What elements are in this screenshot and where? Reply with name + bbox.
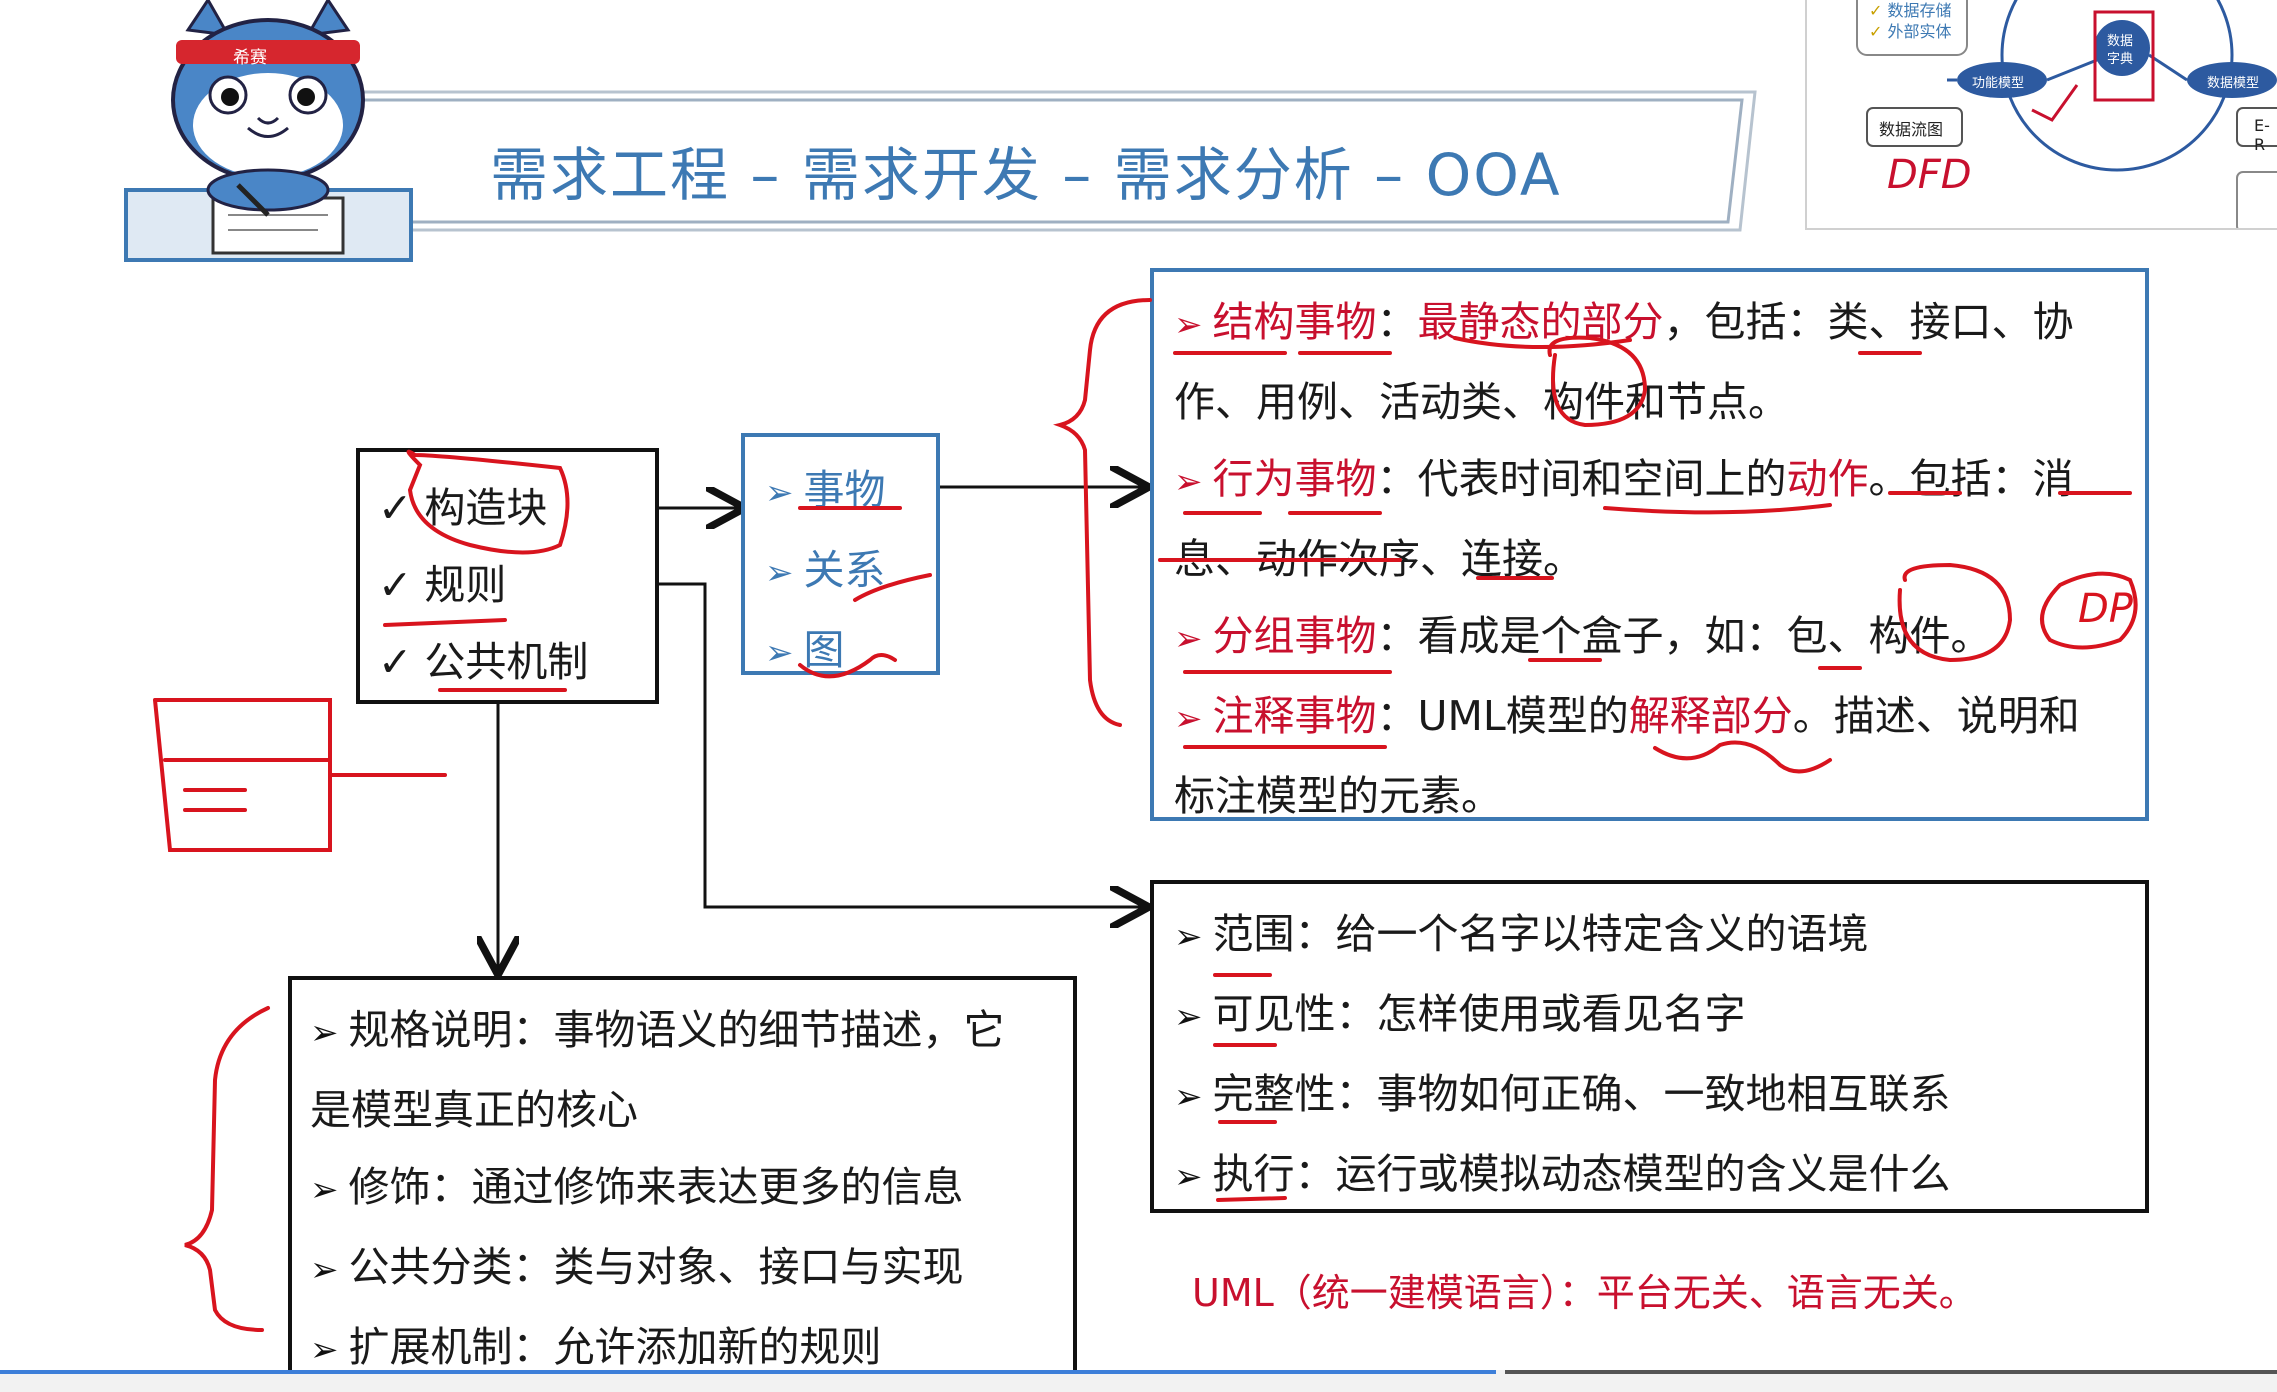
building-block-item[interactable]: ✓构造块	[378, 484, 548, 532]
arrow-right-icon: ➢	[310, 1170, 339, 1210]
mechanisms-item: ➢扩展机制：允许添加新的规则	[310, 1323, 882, 1371]
thumbnail-er-node: E-R	[2254, 116, 2270, 154]
arrow-right-icon: ➢	[1174, 1157, 1203, 1197]
mechanisms-item: ➢规格说明：事物语义的细节描述，它	[310, 1006, 1005, 1054]
mechanisms-item-cont: 是模型真正的核心	[310, 1086, 638, 1134]
hand-dp-text: DP	[2078, 586, 2134, 632]
annotation-things-cont: 标注模型的元素。	[1174, 772, 1502, 820]
page-title: 需求工程 – 需求开发 – 需求分析 – OOA	[490, 141, 1562, 209]
arrow-right-icon: ➢	[310, 1330, 339, 1370]
things-item[interactable]: ➢图	[765, 626, 845, 674]
rules-box: ➢范围：给一个名字以特定含义的语境 ➢可见性：怎样使用或看见名字 ➢完整性：事物…	[1150, 880, 2149, 1213]
things-item[interactable]: ➢关系	[765, 546, 886, 594]
building-block-item[interactable]: ✓规则	[378, 561, 507, 609]
thumbnail-item: ✓ 外部实体	[1869, 22, 1952, 41]
arrow-right-icon: ➢	[1174, 917, 1203, 957]
arrow-right-icon: ➢	[1174, 1077, 1203, 1117]
video-progress-track[interactable]	[0, 1370, 2277, 1392]
check-icon: ✓	[378, 561, 413, 609]
building-blocks-box: ✓构造块 ✓规则 ✓公共机制	[356, 448, 659, 704]
thumbnail-graphic	[1856, 0, 2277, 228]
arrow-right-icon: ➢	[1174, 997, 1203, 1037]
thumbnail-list: ✓ 数据存储 ✓ 外部实体	[1869, 0, 1952, 42]
mascot-cat-icon	[124, 0, 413, 262]
mascot-badge: 希赛	[233, 48, 267, 68]
annotation-things-line: ➢注释事物：UML模型的解释部分。描述、说明和	[1174, 692, 2080, 740]
rules-item: ➢可见性：怎样使用或看见名字	[1174, 990, 1746, 1038]
things-box: ➢事物 ➢关系 ➢图	[741, 433, 940, 675]
grouping-things-line: ➢分组事物：看成是个盒子，如：包、构件。	[1174, 612, 1992, 660]
building-block-item[interactable]: ✓公共机制	[378, 638, 589, 686]
mechanisms-item: ➢公共分类：类与对象、接口与实现	[310, 1243, 964, 1291]
check-icon: ✓	[378, 484, 413, 532]
rules-item: ➢执行：运行或模拟动态模型的含义是什么	[1174, 1150, 1951, 1198]
thumbnail-dfd-node: 数据流图	[1879, 120, 1944, 139]
thumbnail-func-node: 功能模型	[1972, 76, 2025, 91]
arrow-right-icon: ➢	[1174, 462, 1203, 502]
mechanisms-box: ➢规格说明：事物语义的细节描述，它 是模型真正的核心 ➢修饰：通过修饰来表达更多…	[288, 976, 1077, 1376]
rules-item: ➢范围：给一个名字以特定含义的语境	[1174, 910, 1869, 958]
arrow-right-icon: ➢	[765, 473, 794, 513]
arrow-right-icon: ➢	[310, 1013, 339, 1053]
thumbnail-dict-node-1: 数据	[2107, 34, 2134, 49]
thumbnail-data-node: 数据模型	[2207, 76, 2260, 91]
mechanisms-item: ➢修饰：通过修饰来表达更多的信息	[310, 1163, 964, 1211]
check-icon: ✓	[378, 638, 413, 686]
slide-thumbnail[interactable]: ✓ 数据存储 ✓ 外部实体 数据流图 功能模型 数据 字典 数据模型 E-R D…	[1805, 0, 2277, 230]
uml-note: UML（统一建模语言）：平台无关、语言无关。	[1192, 1271, 1977, 1315]
video-progress-remaining	[1505, 1370, 2277, 1374]
thumbnail-item: ✓ 数据存储	[1869, 1, 1952, 20]
thumbnail-hand-dfd: DFD	[1887, 152, 1972, 198]
arrow-right-icon: ➢	[1174, 305, 1203, 345]
structural-things-cont: 作、用例、活动类、构件和节点。	[1174, 378, 1789, 426]
arrow-right-icon: ➢	[1174, 699, 1203, 739]
arrow-right-icon: ➢	[765, 633, 794, 673]
arrow-right-icon: ➢	[765, 553, 794, 593]
arrow-right-icon: ➢	[310, 1250, 339, 1290]
video-progress-fill	[0, 1370, 1496, 1374]
thumbnail-dict-node-2: 字典	[2107, 52, 2134, 67]
rules-item: ➢完整性：事物如何正确、一致地相互联系	[1174, 1070, 1951, 1118]
arrow-right-icon: ➢	[1174, 619, 1203, 659]
